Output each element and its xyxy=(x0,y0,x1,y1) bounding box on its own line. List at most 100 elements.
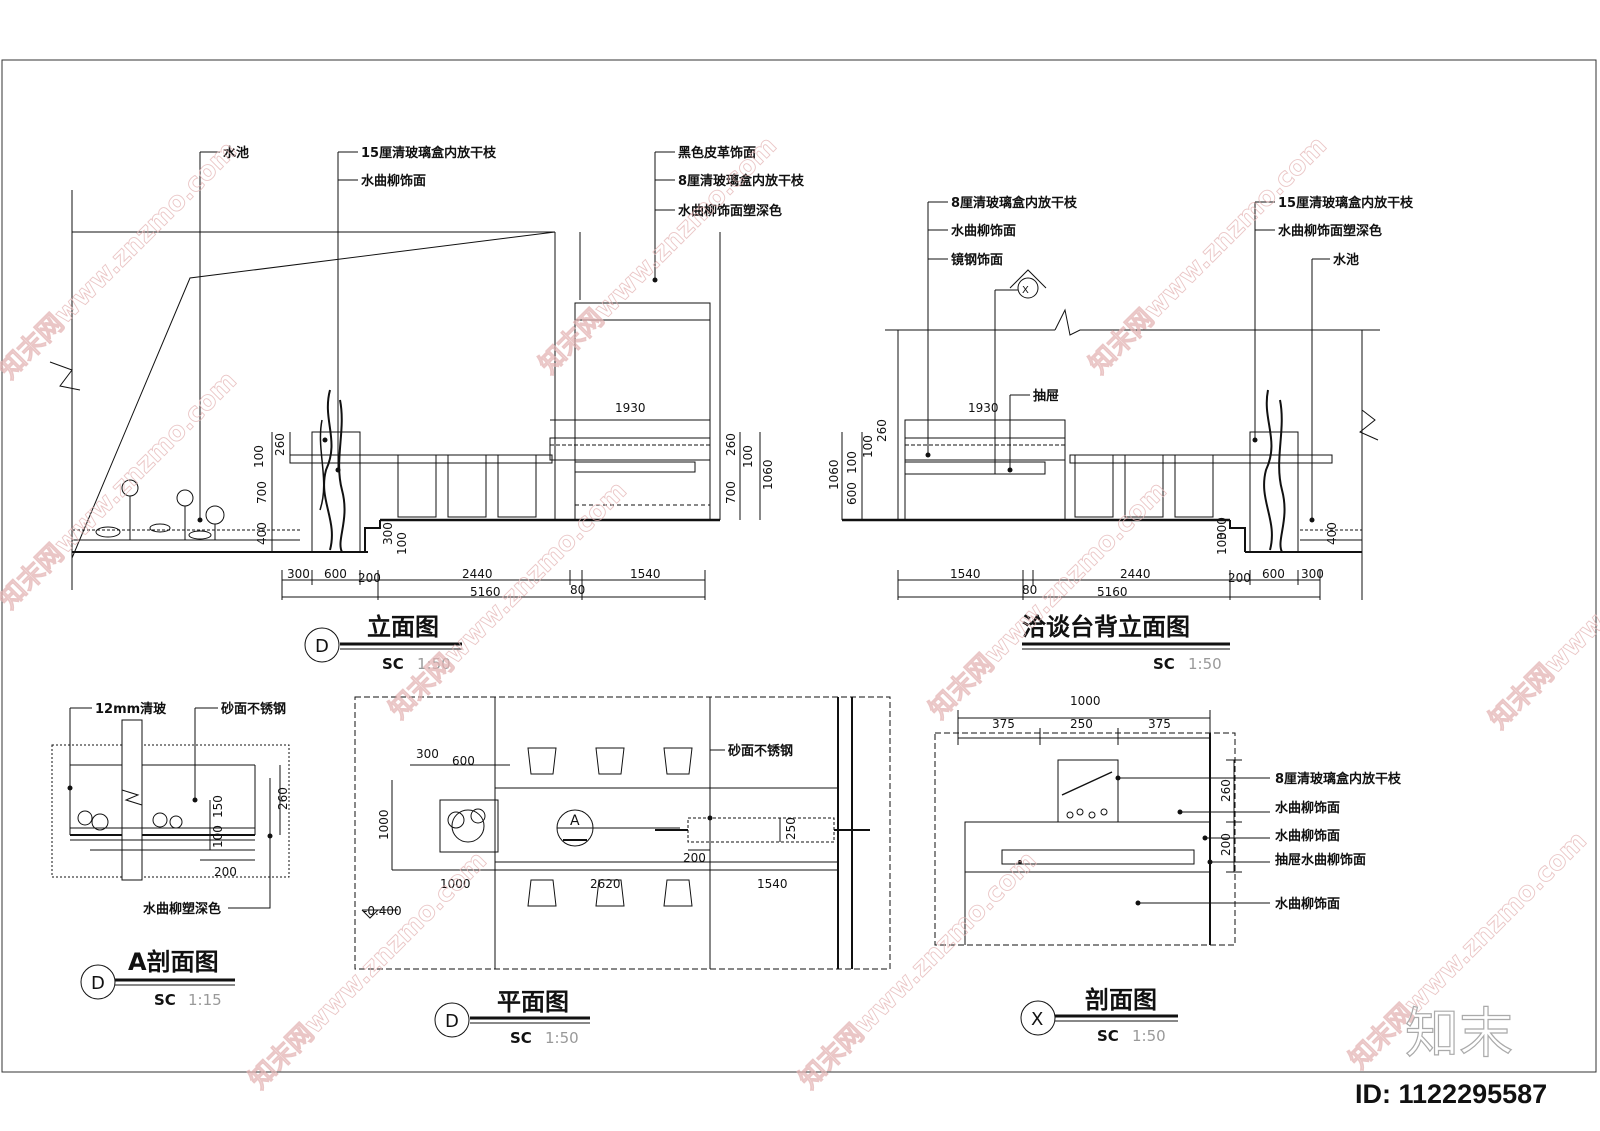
dim-b0: 1540 xyxy=(950,567,981,581)
label-glass-box-15: 15厘清玻璃盒内放干枝 xyxy=(1278,195,1414,211)
dim-b5: 1540 xyxy=(630,567,661,581)
dim-b0: 300 xyxy=(287,567,310,581)
dim-b2: 200 xyxy=(358,571,381,585)
dim-s0: 100 xyxy=(1215,532,1229,555)
label-sanded-steel: 砂面不锈钢 xyxy=(220,701,286,717)
dim-3: 375 xyxy=(1148,717,1171,731)
dim-1: 600 xyxy=(452,754,475,768)
plan-title: D 平面图 SC 1:50 xyxy=(434,988,590,1047)
view-scale: 1:50 xyxy=(417,655,451,673)
svg-text:知末网www.znzmo.com: 知末网www.znzmo.com xyxy=(0,366,243,615)
back-elevation-labels: 8厘清玻璃盒内放干枝 水曲柳饰面 镜钢饰面 15厘清玻璃盒内放干枝 水曲柳饰面塑… xyxy=(827,195,1414,599)
dim-b1: 600 xyxy=(324,567,347,581)
dim-1: 375 xyxy=(992,717,1015,731)
section-a-view xyxy=(51,707,290,909)
back-elevation-dots xyxy=(925,437,1315,523)
level: -0.400 xyxy=(363,904,402,918)
label-drawer-ash: 抽屉水曲柳饰面 xyxy=(1275,852,1366,868)
view-code: SC xyxy=(1097,1027,1119,1045)
dim-r2: 700 xyxy=(724,481,738,504)
section-a-labels: 12mm清玻 砂面不锈钢 水曲柳塑深色 150 100 200 260 xyxy=(95,701,290,917)
dim-b3: 2440 xyxy=(462,567,493,581)
section-mark-x: X xyxy=(1022,285,1029,296)
section-title: X 剖面图 SC 1:50 xyxy=(1020,986,1178,1045)
dim-b4: 80 xyxy=(570,583,585,597)
label-glass-box-15: 15厘清玻璃盒内放干枝 xyxy=(361,145,497,161)
elevation-labels: 水池 15厘清玻璃盒内放干枝 水曲柳饰面 黑色皮革饰面 8厘清玻璃盒内放干枝 水… xyxy=(223,145,805,599)
dim-2: 250 xyxy=(1070,717,1093,731)
dim-4: 260 xyxy=(1219,779,1233,802)
dim-s1: 300 xyxy=(1215,517,1229,540)
dim-5: 200 xyxy=(1219,833,1233,856)
plan-labels: 砂面不锈钢 A -0.400 300 600 1000 1000 2620 15… xyxy=(363,743,798,918)
view-code: SC xyxy=(154,991,176,1009)
dim-l0: 1060 xyxy=(827,459,841,490)
view-scale: 1:15 xyxy=(188,991,222,1009)
dim-s0: 300 xyxy=(381,522,395,545)
label-ash-dark: 水曲柳饰面塑深色 xyxy=(1278,223,1382,239)
label-pool: 水池 xyxy=(1333,252,1359,268)
svg-text:知末网www.znzmo.com: 知末网www.znzmo.com xyxy=(1084,131,1333,380)
dim-l2: 100 xyxy=(845,451,859,474)
svg-text:知末网www.znzmo.com: 知末网www.znzmo.com xyxy=(0,136,243,385)
dim-b3: 200 xyxy=(1228,571,1251,585)
svg-text:知末网www.znzmo.com: 知末网www.znzmo.com xyxy=(384,476,633,725)
dim-top: 1930 xyxy=(968,401,999,415)
watermark-logo: 知末 xyxy=(1405,1002,1513,1065)
label-ash-veneer-1: 水曲柳饰面 xyxy=(1275,800,1340,816)
back-elevation-view xyxy=(841,201,1380,600)
dim-l3: 400 xyxy=(255,522,269,545)
section-a-title: D A剖面图 SC 1:15 xyxy=(80,948,235,1009)
label-ash-veneer: 水曲柳饰面 xyxy=(951,223,1016,239)
label-black-leather: 黑色皮革饰面 xyxy=(678,145,756,161)
view-scale: 1:50 xyxy=(1188,655,1222,673)
dim-b4: 600 xyxy=(1262,567,1285,581)
label-glass-box-8: 8厘清玻璃盒内放干枝 xyxy=(1275,771,1402,787)
view-title: 洽谈台背立面图 xyxy=(1022,613,1190,641)
dim-3: 260 xyxy=(276,787,290,810)
drawing-id: ID: 1122295587 xyxy=(1355,1079,1547,1109)
label-ash-veneer: 水曲柳饰面 xyxy=(361,173,426,189)
dim-3: 1000 xyxy=(440,877,471,891)
dim-2: 200 xyxy=(214,865,237,879)
dim-s1: 100 xyxy=(395,532,409,555)
dim-l1: 600 xyxy=(845,482,859,505)
view-code: SC xyxy=(510,1029,532,1047)
dim-4: 2620 xyxy=(590,877,621,891)
sheet-border xyxy=(1,59,1597,1073)
dim-2: 1000 xyxy=(377,809,391,840)
dim-l1: 100 xyxy=(252,445,266,468)
label-pool: 水池 xyxy=(223,145,249,161)
dim-6: 200 xyxy=(683,851,706,865)
view-symbol: D xyxy=(445,1011,459,1032)
dim-l3: 100 xyxy=(861,435,875,458)
svg-text:知末网www.znzmo.com: 知末网www.znzmo.com xyxy=(924,476,1173,725)
dim-b1: 80 xyxy=(1022,583,1037,597)
dim-0: 1000 xyxy=(1070,694,1101,708)
dim-1: 100 xyxy=(211,825,225,848)
dim-l4: 260 xyxy=(875,419,889,442)
dim-b6: 5160 xyxy=(1097,585,1128,599)
view-scale: 1:50 xyxy=(545,1029,579,1047)
dim-b2: 2440 xyxy=(1120,567,1151,581)
label-drawer: 抽屉 xyxy=(1033,388,1059,404)
label-ash-veneer-3: 水曲柳饰面 xyxy=(1275,896,1340,912)
view-symbol-circle xyxy=(304,627,340,663)
dim-b5: 300 xyxy=(1301,567,1324,581)
dim-0: 150 xyxy=(211,795,225,818)
label-clear-glass: 12mm清玻 xyxy=(95,701,167,717)
view-title: 平面图 xyxy=(497,988,569,1016)
dim-l2: 700 xyxy=(255,481,269,504)
label-glass-box-8: 8厘清玻璃盒内放干枝 xyxy=(678,173,805,189)
section-labels: 8厘清玻璃盒内放干枝 水曲柳饰面 水曲柳饰面 抽屉水曲柳饰面 水曲柳饰面 100… xyxy=(992,694,1402,912)
plan-view xyxy=(354,696,891,970)
label-mirror-steel: 镜钢饰面 xyxy=(951,252,1003,268)
watermark-layer: 知末网www.znzmo.com 知末网www.znzmo.com 知末网www… xyxy=(0,130,1600,1095)
dim-r0: 400 xyxy=(1325,522,1339,545)
dim-r3: 1060 xyxy=(761,459,775,490)
view-title: 剖面图 xyxy=(1085,986,1157,1014)
view-code: SC xyxy=(382,655,404,673)
label-glass-box-8: 8厘清玻璃盒内放干枝 xyxy=(951,195,1078,211)
svg-text:知末网www.znzmo.com: 知末网www.znzmo.com xyxy=(534,131,783,380)
